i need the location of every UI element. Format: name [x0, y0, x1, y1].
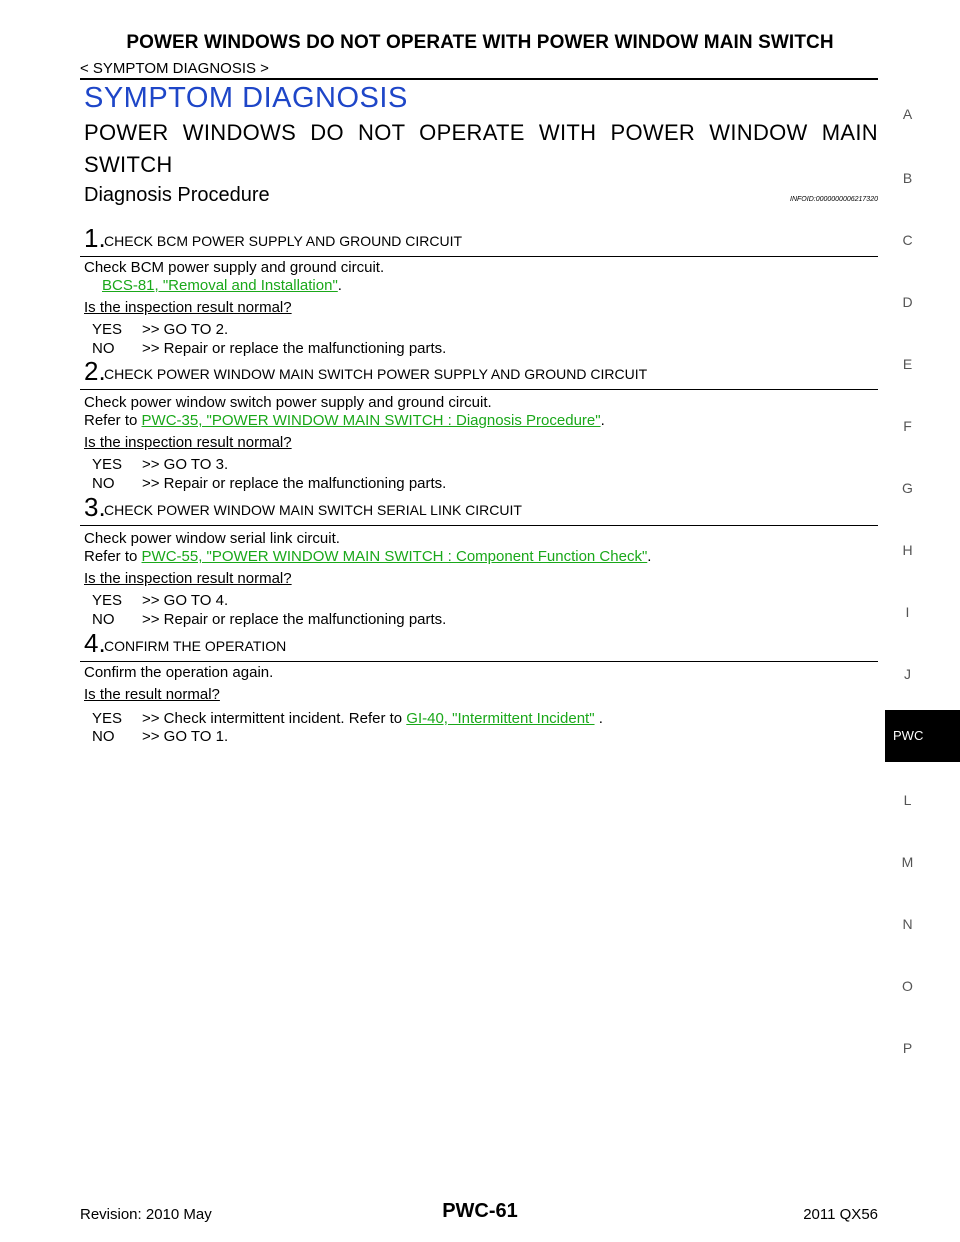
reference-link[interactable]: PWC-55, "POWER WINDOW MAIN SWITCH : Comp…: [141, 548, 648, 565]
section-index-tabs: A B C D E F G H I J PWC L M N O P: [885, 0, 960, 1242]
step-number: 2.: [84, 356, 106, 386]
step-4-no: NO>> GO TO 1.: [92, 728, 229, 745]
page-number: PWC-61: [442, 1200, 518, 1222]
tab-j[interactable]: J: [904, 666, 911, 682]
tab-p[interactable]: P: [902, 1040, 913, 1056]
reference-link[interactable]: PWC-35, "POWER WINDOW MAIN SWITCH : Diag…: [141, 412, 601, 429]
model-text: 2011 QX56: [803, 1206, 878, 1223]
sub-title: Diagnosis Procedure: [84, 184, 270, 206]
step-4-instruction: Confirm the operation again.: [84, 664, 274, 681]
step-3-yes: YES>> GO TO 4.: [92, 592, 229, 609]
tab-a[interactable]: A: [902, 106, 913, 122]
step-3-instruction: Check power window serial link circuit.: [84, 530, 340, 547]
tab-e[interactable]: E: [902, 356, 913, 372]
step-2-reference: Refer to PWC-35, "POWER WINDOW MAIN SWIT…: [84, 412, 605, 429]
step-number: 1.: [84, 223, 106, 253]
info-id: INFOID:0000000006217320: [790, 196, 878, 203]
step-2-question: Is the inspection result normal?: [84, 434, 292, 451]
tab-i[interactable]: I: [905, 604, 910, 620]
tab-b[interactable]: B: [902, 170, 913, 186]
tab-h[interactable]: H: [902, 542, 913, 558]
step-title: CHECK POWER WINDOW MAIN SWITCH POWER SUP…: [104, 366, 648, 382]
step-2-no: NO>> Repair or replace the malfunctionin…: [92, 475, 447, 492]
step-4-heading: 4. CONFIRM THE OPERATION: [80, 628, 878, 662]
reference-link[interactable]: BCS-81, "Removal and Installation": [102, 277, 338, 294]
tab-g[interactable]: G: [902, 480, 913, 496]
step-2-instruction: Check power window switch power supply a…: [84, 394, 492, 411]
tab-l[interactable]: L: [903, 792, 912, 808]
step-3-reference: Refer to PWC-55, "POWER WINDOW MAIN SWIT…: [84, 548, 652, 565]
tab-m[interactable]: M: [901, 854, 914, 870]
step-1-reference: BCS-81, "Removal and Installation".: [102, 277, 342, 294]
topic-title: POWER WINDOWS DO NOT OPERATE WITH POWER …: [84, 120, 878, 177]
step-2-heading: 2. CHECK POWER WINDOW MAIN SWITCH POWER …: [80, 356, 878, 390]
header-divider: [80, 78, 878, 80]
tab-n[interactable]: N: [902, 916, 913, 932]
page-header-title: POWER WINDOWS DO NOT OPERATE WITH POWER …: [126, 32, 834, 53]
step-2-yes: YES>> GO TO 3.: [92, 456, 229, 473]
tab-d[interactable]: D: [902, 294, 913, 310]
reference-link[interactable]: GI-40, "Intermittent Incident": [406, 710, 595, 727]
tab-f[interactable]: F: [903, 418, 912, 434]
tab-o[interactable]: O: [902, 978, 913, 994]
step-3-heading: 3. CHECK POWER WINDOW MAIN SWITCH SERIAL…: [80, 492, 878, 526]
step-title: CONFIRM THE OPERATION: [104, 638, 287, 654]
step-1-no: NO>> Repair or replace the malfunctionin…: [92, 340, 447, 357]
step-3-question: Is the inspection result normal?: [84, 570, 292, 587]
section-title: SYMPTOM DIAGNOSIS: [84, 82, 408, 114]
step-title: CHECK BCM POWER SUPPLY AND GROUND CIRCUI…: [104, 233, 463, 249]
step-1-yes: YES>> GO TO 2.: [92, 321, 229, 338]
step-3-no: NO>> Repair or replace the malfunctionin…: [92, 611, 447, 628]
step-number: 4.: [84, 628, 106, 658]
step-1-question: Is the inspection result normal?: [84, 299, 292, 316]
revision-text: Revision: 2010 May: [80, 1206, 212, 1223]
tab-c[interactable]: C: [902, 232, 913, 248]
breadcrumb: < SYMPTOM DIAGNOSIS >: [80, 60, 269, 77]
step-4-question: Is the result normal?: [84, 686, 220, 703]
tab-pwc[interactable]: PWC: [885, 710, 960, 762]
step-1-heading: 1. CHECK BCM POWER SUPPLY AND GROUND CIR…: [80, 223, 878, 257]
step-number: 3.: [84, 492, 106, 522]
step-title: CHECK POWER WINDOW MAIN SWITCH SERIAL LI…: [104, 502, 522, 518]
step-1-instruction: Check BCM power supply and ground circui…: [84, 259, 385, 276]
step-4-yes: YES>> Check intermittent incident. Refer…: [92, 710, 603, 727]
